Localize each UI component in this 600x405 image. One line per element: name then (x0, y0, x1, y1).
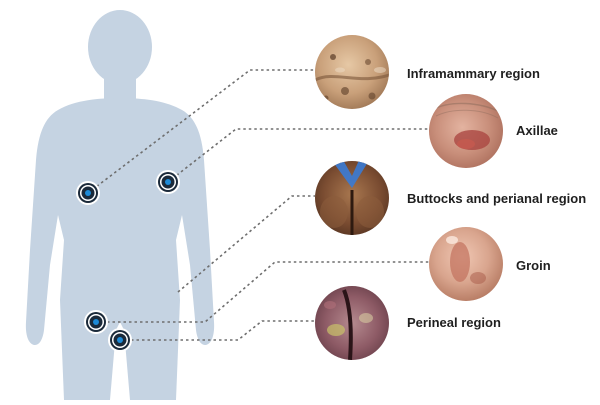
photo-perineal (315, 286, 389, 360)
label-axillae: Axillae (516, 123, 558, 138)
photo-inframammary (315, 35, 389, 109)
target-marker-icon (76, 181, 100, 205)
label-groin: Groin (516, 258, 551, 273)
target-marker-icon (84, 310, 108, 334)
target-marker-icon (156, 170, 180, 194)
body-neck (104, 72, 136, 106)
target-marker-icon (108, 328, 132, 352)
photo-groin (429, 227, 503, 301)
photo-buttocks (315, 161, 389, 235)
photo-axillae (429, 94, 503, 168)
body-torso (25, 98, 215, 400)
label-buttocks-perianal-region: Buttocks and perianal region (407, 191, 587, 206)
region-markers (76, 170, 180, 352)
connector-perineal (120, 320, 315, 341)
connector-groin (96, 261, 429, 323)
label-perineal-region: Perineal region (407, 315, 501, 330)
connector-lines (87, 69, 429, 341)
connector-axillae (167, 128, 429, 183)
label-inframammary-region: Inframammary region (407, 66, 540, 81)
connector-inframammary (87, 69, 315, 194)
connector-buttocks (177, 195, 315, 293)
body-head (88, 10, 152, 84)
region-photos (315, 35, 503, 360)
